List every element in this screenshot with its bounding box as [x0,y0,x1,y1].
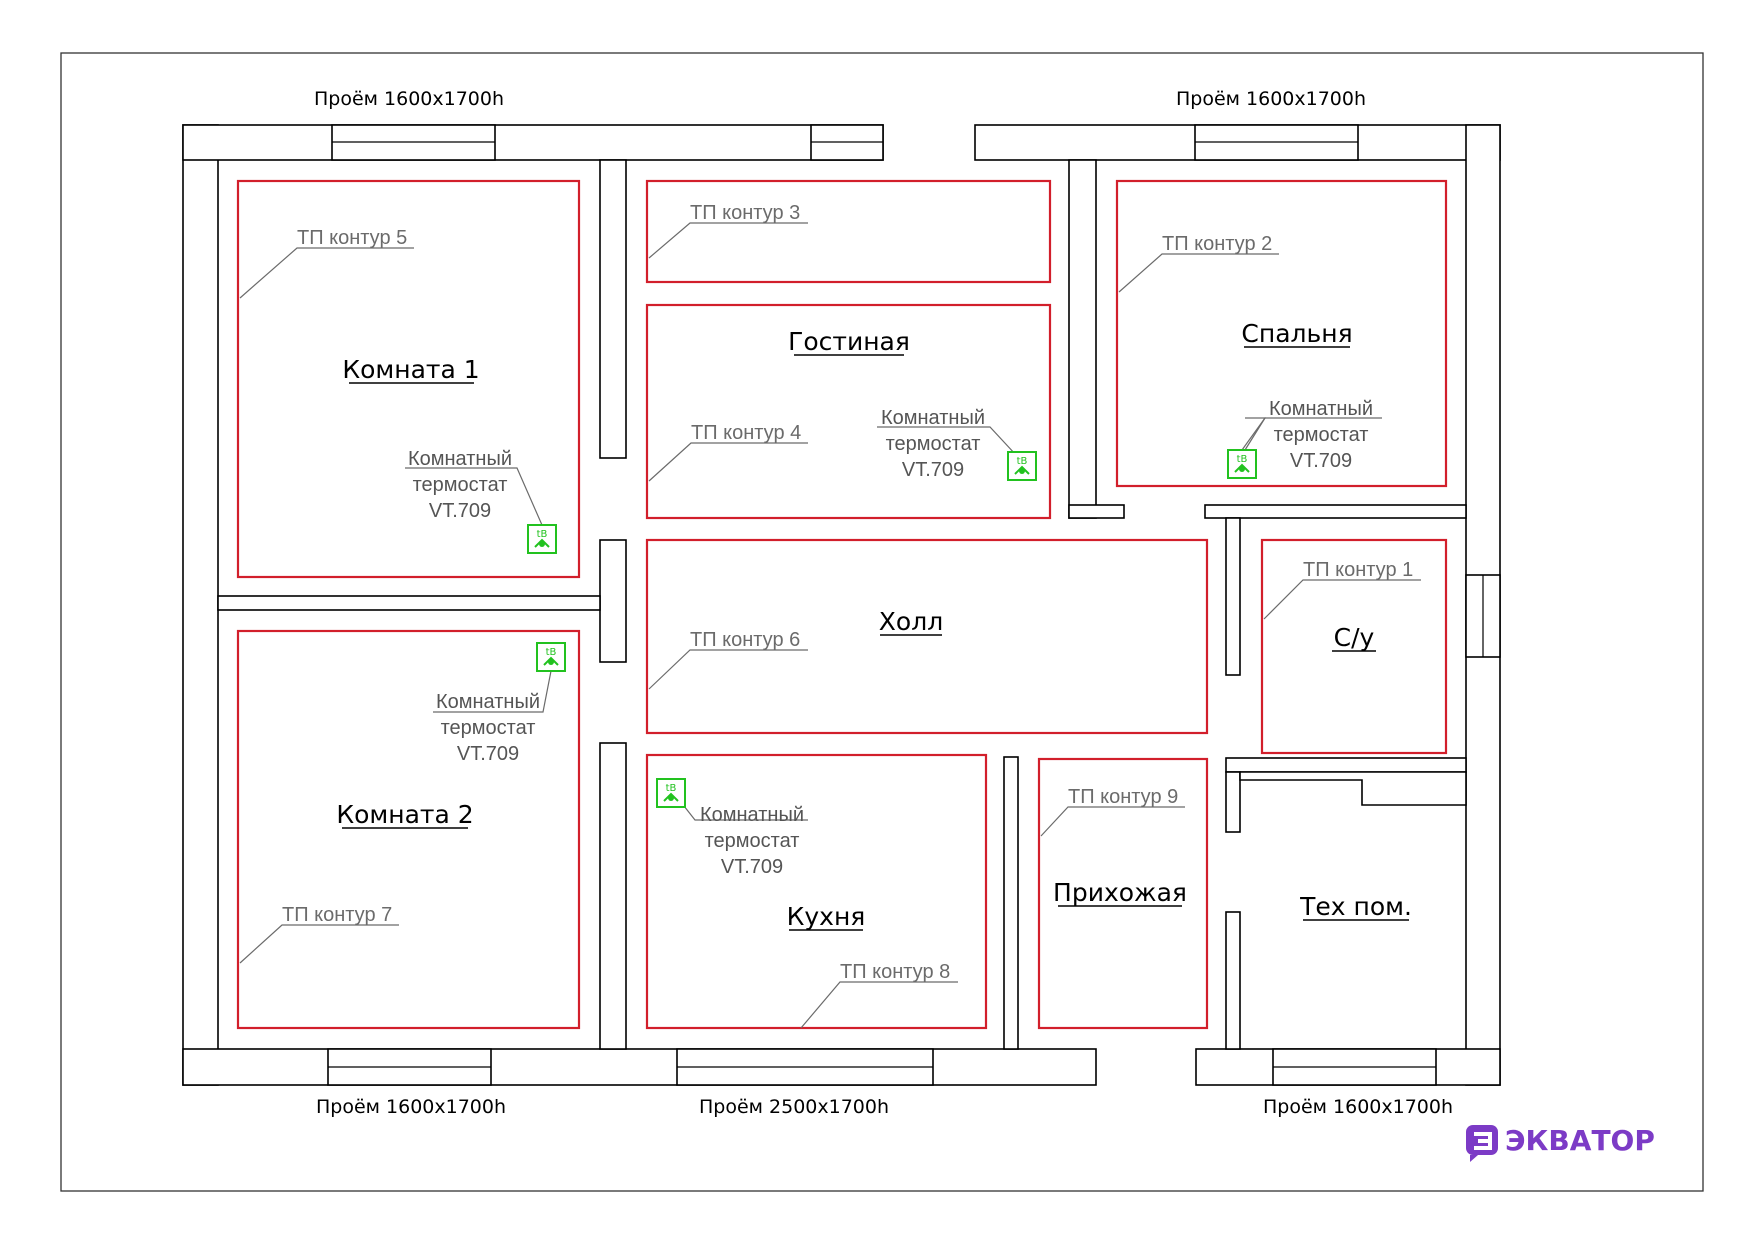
wall-room1-room2 [217,595,601,611]
thermostat-room1-line1: Комнатный [408,448,512,470]
room-label-living: Гостиная [788,327,910,356]
thermostat-room1-line2: термостат [413,474,508,496]
opening-label-top-left: Проём 1600х1700h [314,88,504,110]
loop-label-9: ТП контур 9 [1068,786,1178,808]
wall-partition-middle [599,539,627,663]
svg-text:tB: tB [666,783,677,794]
wall-partition-upper [599,159,627,459]
loop-labels: ТП контур 5 ТП контур 3 ТП контур 4 ТП к… [239,202,1421,1029]
wall-top-left [182,124,884,161]
room-label-bath: С/у [1334,623,1375,652]
brand-logo-icon [1466,1125,1498,1162]
loop-label-4: ТП контур 4 [691,422,801,444]
thermostat-room2-line3: VT.709 [457,743,519,765]
wall-bath-bottom [1225,757,1467,773]
wall-bedroom-stub [1068,504,1125,519]
wall-tech-left-lower [1225,911,1241,1050]
loop-label-1: ТП контур 1 [1303,559,1413,581]
room-label-room2: Комната 2 [336,800,473,829]
loop-label-7: ТП контур 7 [282,904,392,926]
loop-label-8: ТП контур 8 [840,961,950,983]
loop-label-5: ТП контур 5 [297,227,407,249]
room-label-tech: Тех пом. [1299,892,1412,921]
svg-text:tB: tB [537,529,548,540]
room-label-entry: Прихожая [1053,878,1187,907]
thermostat-living[interactable]: Комнатный термостат VT.709 tB [877,407,1037,481]
brand-logo: ЭКВАТОР [1466,1124,1655,1162]
opening-label-bottom-left: Проём 1600х1700h [316,1096,506,1118]
opening-label-bottom-right: Проём 1600х1700h [1263,1096,1453,1118]
thermostat-room1-line3: VT.709 [429,500,491,522]
thermostat-kitchen-line3: VT.709 [721,856,783,878]
heating-loop-8[interactable] [645,753,988,1030]
loop-label-6: ТП контур 6 [690,629,800,651]
wall-left-outer [182,124,219,1086]
drawing-frame [60,52,1704,1192]
wall-tech-left-upper [1225,771,1241,833]
thermostat-room2-line1: Комнатный [436,691,540,713]
thermostat-bedroom-line1: Комнатный [1269,398,1373,420]
thermostat-kitchen[interactable]: Комнатный термостат VT.709 tB [656,778,808,878]
wall-bath-left [1225,517,1241,676]
room-label-kitchen: Кухня [787,902,866,931]
wall-bedroom-bottom [1204,504,1467,519]
opening-label-top-right: Проём 1600х1700h [1176,88,1366,110]
room-thermostat-icon: tB [527,524,557,554]
room-label-room1: Комната 1 [342,355,479,384]
heating-loop-1[interactable] [1260,538,1448,755]
loop-label-2: ТП контур 2 [1162,233,1272,255]
thermostat-kitchen-line2: термостат [705,830,800,852]
room-thermostat-icon: tB [1227,449,1257,479]
heating-loop-3[interactable] [645,179,1052,284]
heating-loop-9[interactable] [1037,757,1209,1030]
heating-loop-4[interactable] [645,303,1052,520]
room-label-hall: Холл [879,607,943,636]
thermostats: Комнатный термостат VT.709 tB Комнатный … [405,398,1382,878]
brand-logo-text: ЭКВАТОР [1505,1124,1655,1157]
thermostat-living-line1: Комнатный [881,407,985,429]
heating-loop-6[interactable] [645,538,1209,735]
loop-label-3: ТП контур 3 [690,202,800,224]
wall-partition-lower [599,742,627,1050]
heating-loops [236,179,1448,1030]
windows [327,124,1501,1086]
thermostat-room2[interactable]: Комнатный термостат VT.709 tB [433,642,566,765]
thermostat-room1[interactable]: Комнатный термостат VT.709 tB [405,448,557,554]
wall-tech-top [1239,771,1467,806]
thermostat-bedroom[interactable]: Комнатный термостат VT.709 tB [1227,398,1382,479]
wall-bottom-left [182,1048,1097,1086]
room-labels: Комната 1 Гостиная Спальня Холл С/у Комн… [336,319,1412,931]
wall-living-bedroom [1068,159,1097,519]
room-thermostat-icon: tB [536,642,566,672]
thermostat-bedroom-line2: термостат [1274,424,1369,446]
svg-text:tB: tB [1237,454,1248,465]
thermostat-living-line2: термостат [886,433,981,455]
opening-labels: Проём 1600х1700h Проём 1600х1700h Проём … [314,88,1453,1118]
wall-kitchen-entry [1003,756,1019,1050]
heating-loop-7[interactable] [236,629,581,1030]
room-thermostat-icon: tB [1007,451,1037,481]
thermostat-living-line3: VT.709 [902,459,964,481]
room-label-bedroom: Спальня [1241,319,1352,348]
heating-loop-5[interactable] [236,179,581,579]
thermostat-bedroom-line3: VT.709 [1290,450,1352,472]
room-thermostat-icon: tB [656,778,686,808]
svg-text:tB: tB [1017,456,1028,467]
opening-label-bottom-middle: Проём 2500х1700h [699,1096,889,1118]
svg-text:tB: tB [546,647,557,658]
walls [182,124,1501,1086]
thermostat-room2-line2: термостат [441,717,536,739]
thermostat-kitchen-line1: Комнатный [700,804,804,826]
heating-loop-2[interactable] [1115,179,1448,488]
